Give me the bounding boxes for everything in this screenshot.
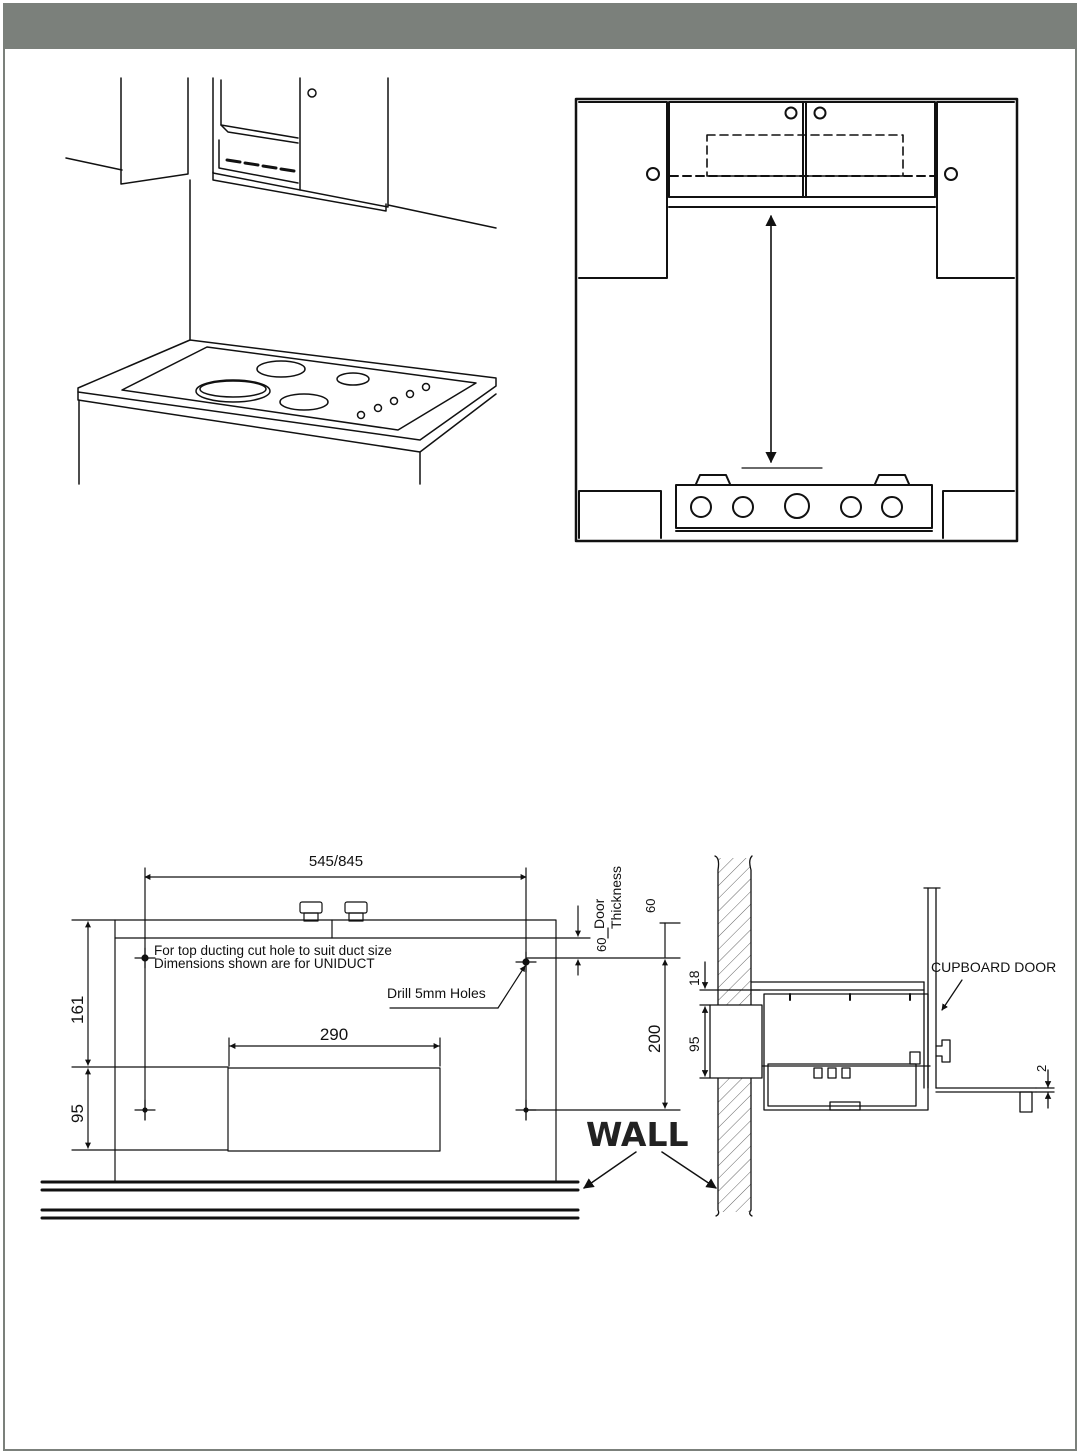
side-section-diagram xyxy=(699,855,1055,1217)
uniduct-note: Dimensions shown are for UNIDUCT xyxy=(154,956,375,971)
ducting-note: For top ducting cut hole to suit duct si… xyxy=(154,943,392,958)
height-95-label: 95 xyxy=(68,1104,87,1123)
dim-95-right-label: 95 xyxy=(686,1036,702,1052)
dim-18-label: 18 xyxy=(686,970,702,986)
thickness-label: Thickness xyxy=(608,866,624,929)
height-161-label: 161 xyxy=(68,996,87,1024)
door-dimension-label: 60 xyxy=(594,938,609,952)
wall-label: WALL xyxy=(586,1115,689,1154)
header-bar xyxy=(5,5,1077,49)
front-elevation-diagram xyxy=(574,97,1019,543)
cupboard-door-label: CUPBOARD DOOR xyxy=(931,959,1056,975)
cutout-template-diagram xyxy=(40,867,717,1220)
kitchen-perspective-illustration xyxy=(65,77,497,485)
door-thickness-dimension-label: 60 xyxy=(643,899,658,913)
drill-holes-note: Drill 5mm Holes xyxy=(387,985,486,1001)
dim-2-label: 2 xyxy=(1034,1065,1049,1072)
width-290-label: 290 xyxy=(320,1025,348,1044)
width-dimension-label: 545/845 xyxy=(309,853,363,870)
door-label: Door xyxy=(591,898,607,929)
page-frame xyxy=(3,3,1077,1451)
height-200-label: 200 xyxy=(645,1025,664,1053)
